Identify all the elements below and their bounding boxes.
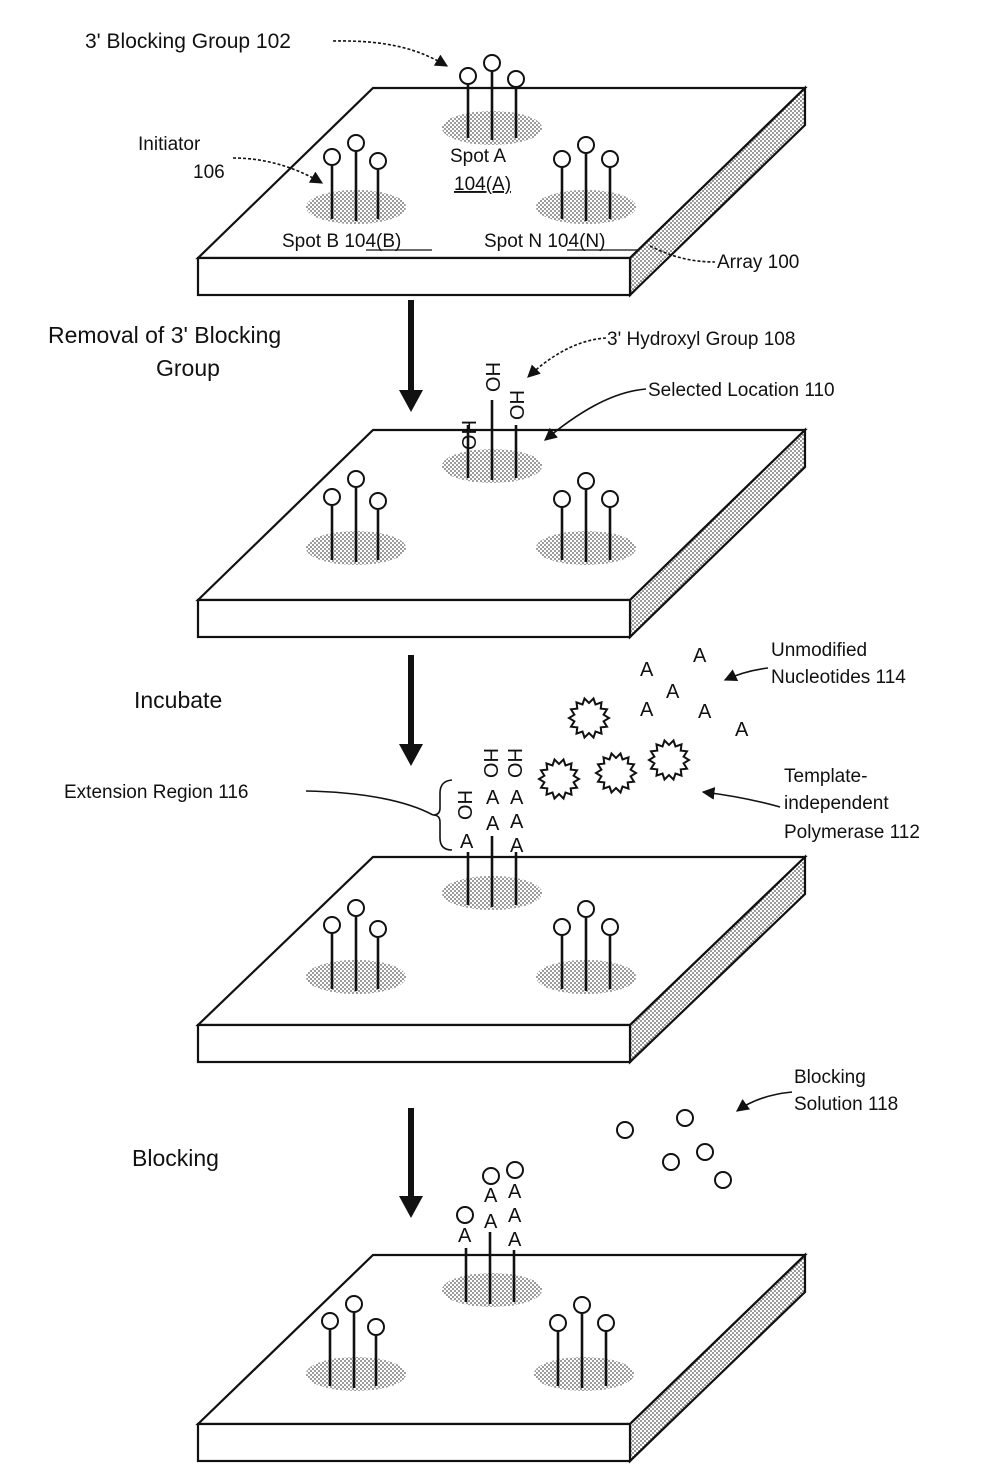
- nucleotide-a: A: [510, 811, 524, 833]
- hydroxyl-group: HO: [481, 362, 503, 392]
- hydroxyl-group: HO: [505, 390, 527, 420]
- label-blocking-solution-line2: Solution 118: [794, 1094, 898, 1115]
- nucleotide-a: A: [693, 645, 707, 667]
- nucleotide-a: A: [486, 787, 500, 809]
- step-removal-line2: Group: [156, 355, 220, 381]
- blocking-bead: [697, 1144, 713, 1160]
- hydroxyl-group: HO: [503, 748, 525, 778]
- hydroxyl-group: HO: [453, 790, 475, 820]
- nucleotide-a: A: [666, 681, 680, 703]
- label-unmodified-line2: Nucleotides 114: [771, 667, 906, 688]
- spot-a-2: HO HO HO: [442, 362, 542, 483]
- nucleotide-a: A: [484, 1211, 498, 1233]
- process-arrow-1-head: [399, 390, 423, 412]
- polymerase-enzyme: [569, 699, 609, 738]
- nucleotide-a: A: [486, 813, 500, 835]
- nucleotide-a: A: [640, 699, 654, 721]
- hydroxyl-group: HO: [479, 748, 501, 778]
- polymerase-enzyme: [596, 754, 636, 793]
- nucleotide-a: A: [735, 719, 749, 741]
- label-polymerase-line3: Polymerase 112: [784, 822, 920, 843]
- polymerase-enzyme: [539, 760, 579, 799]
- label-array: Array 100: [717, 252, 799, 273]
- nucleotide-a: A: [640, 659, 654, 681]
- extension-strands: HO A HO A A HO A A A: [453, 748, 525, 857]
- nucleotide-a: A: [508, 1181, 522, 1203]
- blocking-bead: [663, 1154, 679, 1170]
- blocking-bead: [715, 1172, 731, 1188]
- label-initiator: Initiator: [138, 134, 201, 155]
- label-extension-region: Extension Region 116: [64, 782, 249, 803]
- unmodified-nucleotides: A A A A A A: [640, 645, 749, 741]
- leader-hydroxyl: [528, 338, 606, 377]
- label-polymerase-line1: Template-: [784, 766, 867, 787]
- process-arrow-2-head: [399, 744, 423, 766]
- step-incubate: Incubate: [134, 687, 222, 713]
- process-arrow-3-head: [399, 1196, 423, 1218]
- nucleotide-a: A: [508, 1205, 522, 1227]
- polymerase-group: [539, 699, 689, 799]
- label-selected-location: Selected Location 110: [648, 380, 835, 401]
- nucleotide-a: A: [508, 1229, 522, 1251]
- label-polymerase-line2: independent: [784, 793, 889, 814]
- blocking-bead: [677, 1110, 693, 1126]
- leader-blocking-group: [333, 41, 447, 66]
- label-initiator-number: 106: [193, 162, 225, 183]
- label-unmodified-line1: Unmodified: [771, 640, 867, 661]
- polymerase-enzyme: [649, 741, 689, 780]
- leader-blocking-solution: [737, 1092, 792, 1111]
- label-spot-a: Spot A: [450, 146, 506, 167]
- label-spot-a-number: 104(A): [454, 174, 511, 195]
- label-spot-b: Spot B 104(B): [282, 231, 401, 252]
- nucleotide-a: A: [698, 701, 712, 723]
- blocking-solution-beads: [617, 1110, 731, 1188]
- leader-extension-region: [306, 791, 433, 815]
- nucleotide-a: A: [484, 1185, 498, 1207]
- leader-polymerase: [703, 792, 780, 807]
- spot-a-4: A A A A A A: [442, 1162, 542, 1307]
- nucleotide-a: A: [458, 1225, 472, 1247]
- nucleotide-a: A: [510, 787, 524, 809]
- label-spot-n: Spot N 104(N): [484, 231, 605, 252]
- step-blocking: Blocking: [132, 1145, 219, 1171]
- leader-unmodified: [725, 668, 768, 680]
- label-hydroxyl-group: 3' Hydroxyl Group 108: [607, 329, 795, 350]
- label-blocking-solution-line1: Blocking: [794, 1067, 866, 1088]
- hydroxyl-group: HO: [457, 420, 479, 450]
- extension-brace: [433, 780, 452, 850]
- step-removal-line1: Removal of 3' Blocking: [48, 322, 281, 348]
- label-blocking-group: 3' Blocking Group 102: [85, 30, 291, 53]
- blocking-bead: [617, 1122, 633, 1138]
- nucleotide-a: A: [460, 831, 474, 853]
